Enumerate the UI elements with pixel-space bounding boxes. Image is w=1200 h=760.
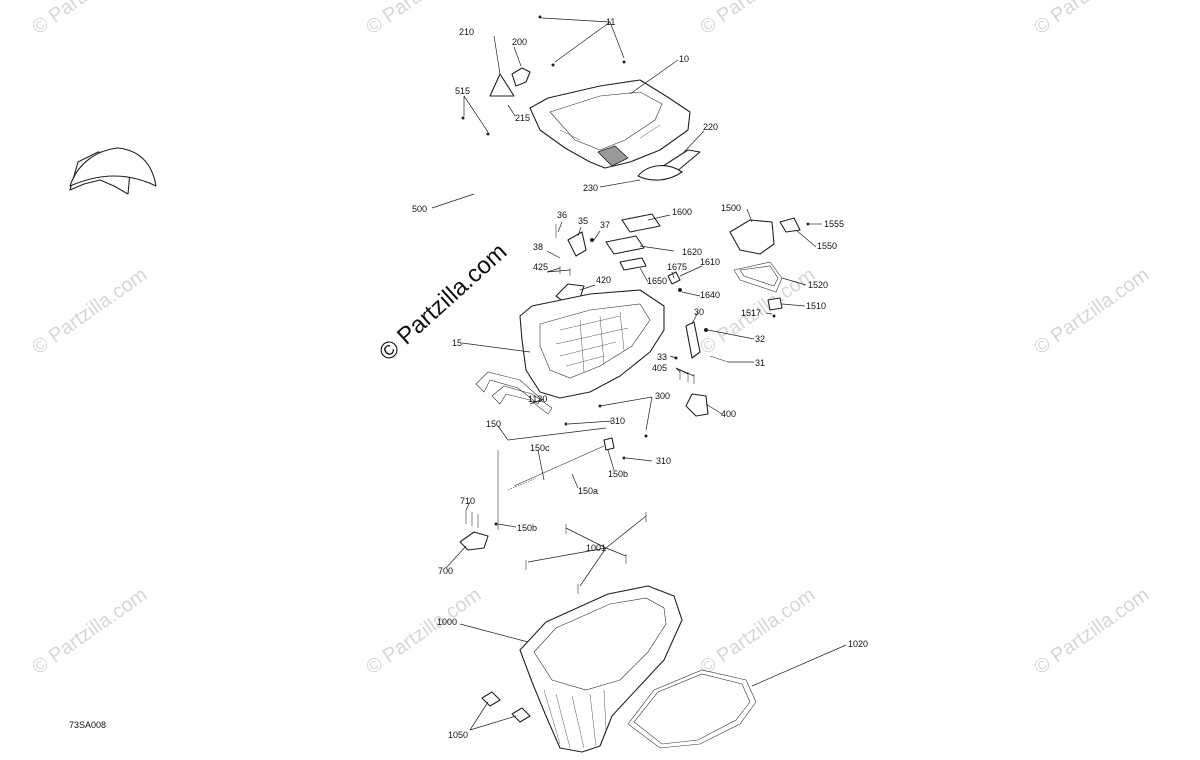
callout-1500: 1500 <box>721 203 741 213</box>
callout-1517: 1517 <box>741 308 761 318</box>
callout-15: 15 <box>452 338 462 348</box>
callout-420: 420 <box>596 275 611 285</box>
callout-35: 35 <box>578 216 588 226</box>
callout-30: 30 <box>694 307 704 317</box>
callout-150c: 150c <box>530 443 550 453</box>
callout-33: 33 <box>657 352 667 362</box>
callout-32: 32 <box>755 334 765 344</box>
diagram-code: 73SA008 <box>69 720 106 730</box>
part-210-cover <box>489 73 515 97</box>
part-1000-lower-tub <box>519 585 683 753</box>
part-1610-1675-1640 <box>667 271 682 292</box>
callout-200: 200 <box>512 37 527 47</box>
callout-38: 38 <box>533 242 543 252</box>
callout-405: 405 <box>652 363 667 373</box>
part-1130-rails <box>475 371 553 415</box>
callout-1020: 1020 <box>848 639 868 649</box>
part-1050-clips <box>481 691 531 723</box>
leader-lines <box>431 17 847 731</box>
part-150-cable <box>497 437 615 530</box>
part-230-lens <box>637 165 683 181</box>
callout-1050: 1050 <box>448 730 468 740</box>
callout-515: 515 <box>455 86 470 96</box>
callout-210: 210 <box>459 27 474 37</box>
callout-labels: 11 10 200 210 215 515 220 230 500 36 35 … <box>69 17 868 740</box>
watermark-tile: © Partzilla.com <box>696 0 819 39</box>
part-515-screws <box>461 116 490 136</box>
part-300-310-screws <box>564 404 648 460</box>
callout-1520: 1520 <box>808 280 828 290</box>
part-1520-seal <box>733 261 783 293</box>
watermark-tile: © Partzilla.com <box>1030 264 1153 359</box>
part-1020-gasket <box>627 669 757 749</box>
callout-710: 710 <box>460 496 475 506</box>
callout-1675: 1675 <box>667 262 687 272</box>
part-1510-1517-latch <box>767 297 783 318</box>
part-500-fairing <box>69 147 157 187</box>
part-1600-1620-plates <box>605 213 661 271</box>
callout-1555: 1555 <box>824 219 844 229</box>
callout-36: 36 <box>557 210 567 220</box>
part-1500-cover <box>729 219 775 255</box>
watermark-tile: © Partzilla.com <box>28 0 151 39</box>
callout-1610: 1610 <box>700 257 720 267</box>
callout-300: 300 <box>655 391 670 401</box>
part-36-35-37-bracket <box>555 224 594 257</box>
callout-215: 215 <box>515 113 530 123</box>
callout-425: 425 <box>533 262 548 272</box>
part-425-screws <box>559 266 571 276</box>
callout-1510: 1510 <box>806 301 826 311</box>
callout-400: 400 <box>721 409 736 419</box>
callout-220: 220 <box>703 122 718 132</box>
watermark-tile: © Partzilla.com <box>362 584 485 679</box>
callout-1550: 1550 <box>817 241 837 251</box>
callout-230: 230 <box>583 183 598 193</box>
watermark-tile: © Partzilla.com <box>28 264 151 359</box>
watermark-tile: © Partzilla.com <box>1030 584 1153 679</box>
callout-310-lower: 310 <box>656 456 671 466</box>
callout-1650: 1650 <box>647 276 667 286</box>
callout-500: 500 <box>412 204 427 214</box>
callout-150: 150 <box>486 419 501 429</box>
callout-10: 10 <box>679 54 689 64</box>
callout-1130: 1130 <box>528 394 547 404</box>
part-30-bracket <box>685 321 729 363</box>
callout-1000: 1000 <box>437 617 457 627</box>
callout-1001: 1001 <box>586 543 606 553</box>
callout-150a: 150a <box>578 486 598 496</box>
callout-1620: 1620 <box>682 247 702 257</box>
part-1550-1555-clip <box>779 217 810 233</box>
callout-1640: 1640 <box>700 290 720 300</box>
callout-700: 700 <box>438 566 453 576</box>
callout-11: 11 <box>606 17 615 27</box>
part-1001-screws <box>525 512 647 594</box>
callout-310-upper: 310 <box>610 416 625 426</box>
part-15-tub <box>519 289 665 399</box>
callout-1600: 1600 <box>672 207 692 217</box>
part-710-700-bracket <box>459 510 498 551</box>
watermark-tile: © Partzilla.com <box>1030 0 1153 39</box>
callout-31: 31 <box>755 358 765 368</box>
callout-37: 37 <box>600 220 610 230</box>
callout-150b-upper: 150b <box>608 469 628 479</box>
part-10-top-cover <box>529 79 691 169</box>
part-33-405-screws <box>674 356 695 384</box>
part-200-cap <box>511 67 531 87</box>
watermark-tile: © Partzilla.com <box>28 584 151 679</box>
part-400-bracket <box>685 393 709 417</box>
callout-150b-lower: 150b <box>517 523 537 533</box>
part-11-screws <box>538 15 626 67</box>
